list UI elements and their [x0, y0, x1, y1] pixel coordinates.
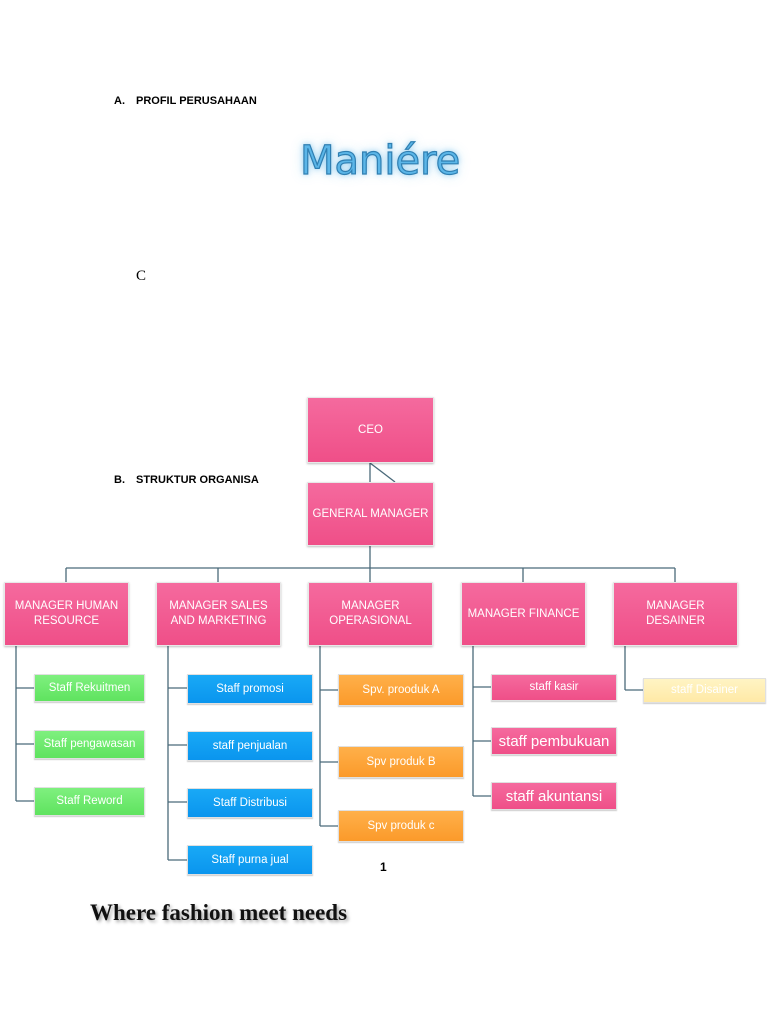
stray-letter: C [136, 268, 147, 284]
general-manager-box: GENERAL MANAGER [307, 482, 434, 546]
ceo-gm-diagonal [369, 462, 396, 483]
spv-produk-a-box: Spv. prooduk A [338, 674, 464, 706]
manager-desainer-box: MANAGER DESAINER [613, 582, 738, 646]
staff-purna-jual-box: Staff purna jual [187, 845, 313, 875]
heading-profil-text: PROFIL PERUSAHAAN [136, 95, 257, 107]
staff-distribusi-box: Staff Distribusi [187, 788, 313, 818]
manager-hr-box: MANAGER HUMAN RESOURCE [4, 582, 129, 646]
heading-struktur-letter: B. [114, 474, 125, 486]
manager-finance-box: MANAGER FINANCE [461, 582, 586, 646]
staff-kasir-box: staff kasir [491, 674, 617, 701]
staff-akuntansi-box: staff akuntansi [491, 782, 617, 810]
staff-penjualan-box: staff penjualan [187, 731, 313, 761]
brand-logo-text: Maniére [299, 137, 461, 184]
heading-profil: A. PROFIL PERUSAHAAN [114, 95, 257, 107]
staff-reword-box: Staff Reword [34, 787, 145, 816]
ceo-box: CEO [307, 397, 434, 463]
page-number: 1 [380, 860, 387, 874]
tagline: Where fashion meet needs [90, 900, 348, 925]
heading-profil-letter: A. [114, 95, 125, 107]
heading-struktur-text: STRUKTUR ORGANISA [136, 474, 259, 486]
staff-pengawasan-box: Staff pengawasan [34, 730, 145, 759]
manager-sales-box: MANAGER SALES AND MARKETING [156, 582, 281, 646]
staff-disainer-box: staff Disainer [643, 678, 766, 703]
heading-struktur: B. STRUKTUR ORGANISA [114, 474, 259, 486]
spv-produk-b-box: Spv produk B [338, 746, 464, 778]
spv-produk-c-box: Spv produk c [338, 810, 464, 842]
staff-promosi-box: Staff promosi [187, 674, 313, 704]
manager-operasional-box: MANAGER OPERASIONAL [308, 582, 433, 646]
staff-rekuitmen-box: Staff Rekuitmen [34, 674, 145, 702]
staff-pembukuan-box: staff pembukuan [491, 727, 617, 755]
